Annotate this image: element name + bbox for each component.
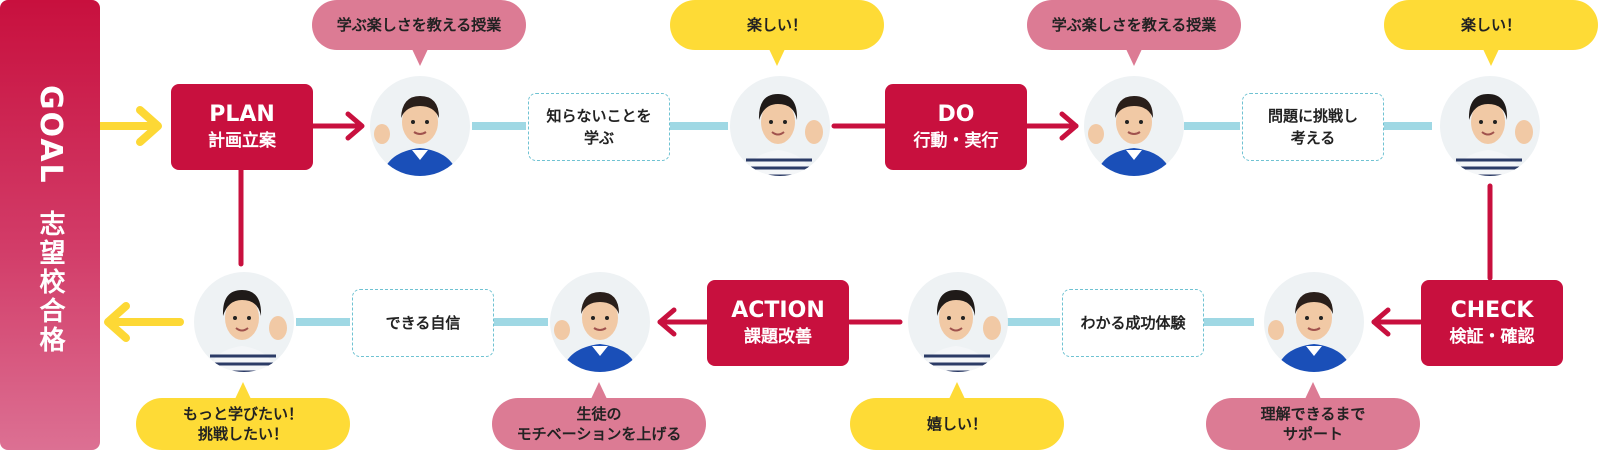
bubble-happy: 嬉しい！: [850, 398, 1064, 450]
stage-plan: PLAN 計画立案: [171, 84, 313, 170]
bubble-more: もっと学びたい！ 挑戦したい！: [136, 398, 350, 450]
bubble-support: 理解できるまで サポート: [1206, 398, 1420, 450]
student-avatar-1: [730, 76, 830, 176]
stage-do-en: DO: [937, 102, 975, 127]
box-learn: 知らないことを 学ぶ: [528, 93, 670, 161]
bubble-fun-2: 楽しい！: [1384, 0, 1598, 50]
stage-action-jp: 課題改善: [744, 327, 812, 347]
stage-do-jp: 行動・実行: [913, 131, 999, 151]
student-avatar-3: [908, 272, 1008, 372]
stage-plan-en: PLAN: [209, 102, 275, 127]
teacher-avatar-4: [550, 272, 650, 372]
stage-plan-jp: 計画立案: [208, 131, 276, 151]
student-avatar-4: [194, 272, 294, 372]
goal-bar: GOAL 志望校合格: [0, 0, 100, 450]
stage-check-jp: 検証・確認: [1449, 327, 1535, 347]
goal-sub-label: 志望校合格: [35, 210, 65, 355]
box-confidence: できる自信: [352, 289, 494, 357]
stage-action: ACTION 課題改善: [707, 280, 849, 366]
bubble-fun-1: 楽しい！: [670, 0, 884, 50]
box-success: わかる成功体験: [1062, 289, 1204, 357]
teacher-avatar-2: [1084, 76, 1184, 176]
teacher-avatar-3: [1264, 272, 1364, 372]
stage-check-en: CHECK: [1450, 298, 1534, 323]
goal-label: GOAL: [33, 85, 68, 185]
bubble-teach-1: 学ぶ楽しさを教える授業: [312, 0, 526, 50]
stage-do: DO 行動・実行: [885, 84, 1027, 170]
stage-action-en: ACTION: [731, 298, 825, 323]
box-challenge: 問題に挑戦し 考える: [1242, 93, 1384, 161]
bubble-motivation: 生徒の モチベーションを上げる: [492, 398, 706, 450]
student-avatar-2: [1440, 76, 1540, 176]
teacher-avatar-1: [370, 76, 470, 176]
stage-check: CHECK 検証・確認: [1421, 280, 1563, 366]
bubble-teach-2: 学ぶ楽しさを教える授業: [1027, 0, 1241, 50]
